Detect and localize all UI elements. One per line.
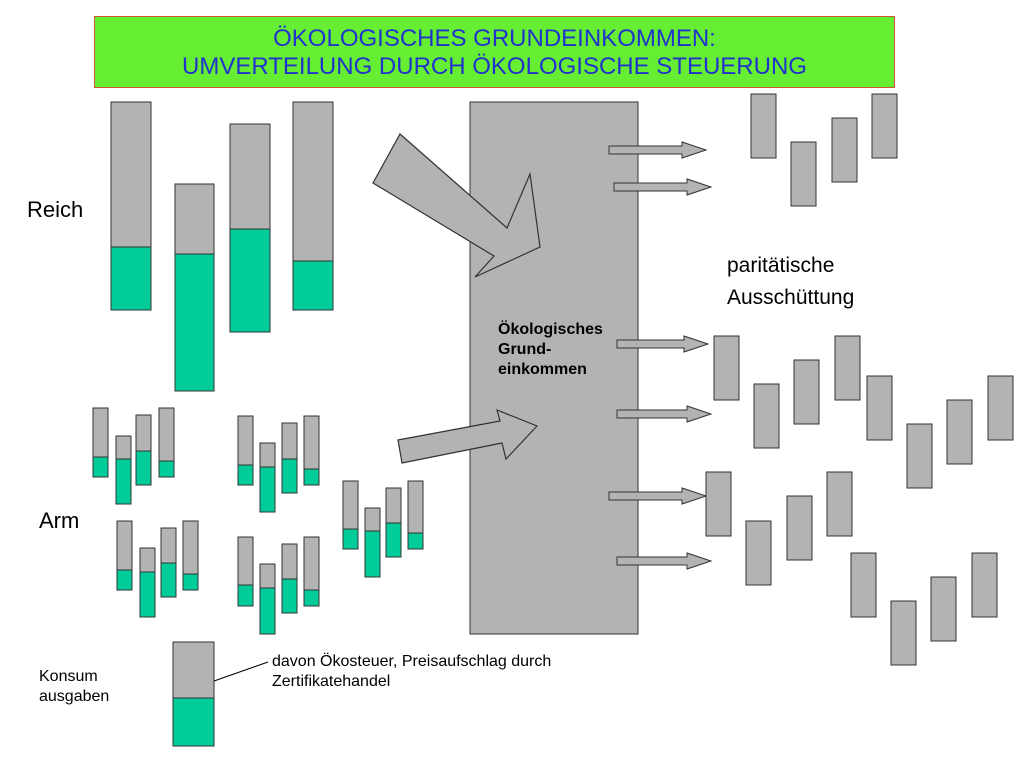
pool-label-line-1: Ökologisches xyxy=(498,321,603,338)
poor-bar-11-green xyxy=(281,458,298,494)
poor-bar-2-green xyxy=(115,458,132,505)
poor-bar-7-green xyxy=(160,562,177,598)
label-poor: Arm xyxy=(39,508,80,533)
distributed-bar-8 xyxy=(834,335,861,401)
inflow-arrow-rich xyxy=(372,133,541,278)
legend-note-line-2: Zertifikatehandel xyxy=(272,673,391,690)
distributed-bar-11 xyxy=(946,399,973,465)
poor-bar-14-green xyxy=(259,587,276,635)
poor-bar-12-green xyxy=(303,468,320,486)
distributed-bar-13 xyxy=(705,471,732,537)
distributed-bar-1 xyxy=(750,93,777,159)
distributed-bar-16 xyxy=(826,471,853,537)
distributed-bar-15 xyxy=(786,495,813,561)
outflow-arrow-2 xyxy=(613,178,713,196)
distributed-bar-4 xyxy=(871,93,898,159)
distributed-bar-6 xyxy=(753,383,780,449)
poor-bar-17-green xyxy=(342,528,359,550)
distributed-bar-9 xyxy=(866,375,893,441)
rich-consumption-bars xyxy=(110,101,334,392)
distributed-bar-7 xyxy=(793,359,820,425)
distributed-bar-20 xyxy=(971,552,998,618)
outflow-arrow-6 xyxy=(616,552,713,570)
legend-pointer-line xyxy=(213,661,269,682)
rich-bar-2-green xyxy=(174,253,215,392)
title-line-2: UMVERTEILUNG DURCH ÖKOLOGISCHE STEUERUNG xyxy=(182,53,807,80)
outflow-arrow-1 xyxy=(608,141,708,159)
title-banner: ÖKOLOGISCHES GRUNDEINKOMMEN: UMVERTEILUN… xyxy=(94,16,895,88)
inflow-arrows xyxy=(372,133,541,464)
poor-bar-8-green xyxy=(182,573,199,591)
poor-bar-20-green xyxy=(407,532,424,550)
rich-bar-3-green xyxy=(229,228,271,333)
outflow-arrow-4 xyxy=(616,405,713,423)
poor-consumption-bars xyxy=(92,407,424,635)
eco-basic-income-pool xyxy=(469,101,639,635)
poor-bar-4-green xyxy=(158,460,175,478)
legend-note-line-1: davon Ökosteuer, Preisaufschlag durch xyxy=(272,653,552,670)
inflow-arrow-poor xyxy=(397,408,539,464)
poor-bar-3-green xyxy=(135,450,152,486)
distributed-income-bars xyxy=(705,93,1014,666)
outflow-arrow-5 xyxy=(608,487,708,505)
distributed-bar-5 xyxy=(713,335,740,401)
distributed-bar-18 xyxy=(890,600,917,666)
poor-bar-6-green xyxy=(139,571,156,618)
distributed-bar-10 xyxy=(906,423,933,489)
poor-bar-5-green xyxy=(116,569,133,591)
pool-label-line-3: einkommen xyxy=(498,361,587,378)
distribution-label-line-2: Ausschüttung xyxy=(727,286,855,309)
poor-bar-13-green xyxy=(237,584,254,607)
distribution-label: paritätische Ausschüttung xyxy=(727,250,854,314)
pool-label-line-2: Grund- xyxy=(498,341,552,358)
poor-bar-16-green xyxy=(303,589,320,607)
legend-label-line-2: ausgaben xyxy=(39,688,110,705)
poor-bar-18-green xyxy=(364,530,381,578)
outflow-arrow-3 xyxy=(616,335,710,353)
poor-bar-19-green xyxy=(385,522,402,558)
rich-bar-4-green xyxy=(292,260,334,311)
poor-bar-9-green xyxy=(237,464,254,486)
distribution-label-line-1: paritätische xyxy=(727,254,835,277)
poor-bar-15-green xyxy=(281,578,298,614)
label-rich: Reich xyxy=(27,197,84,222)
distributed-bar-2 xyxy=(790,141,817,207)
legend-label-line-1: Konsum xyxy=(39,668,98,685)
distributed-bar-17 xyxy=(850,552,877,618)
rich-bar-1-green xyxy=(110,246,152,311)
legend-label: Konsum ausgaben xyxy=(39,667,109,707)
legend xyxy=(172,641,269,747)
legend-bar-green xyxy=(172,697,215,747)
poor-bar-10-green xyxy=(259,466,276,513)
distributed-bar-14 xyxy=(745,520,772,586)
distributed-bar-3 xyxy=(831,117,858,183)
distributed-bar-19 xyxy=(930,576,957,642)
pool-label: Ökologisches Grund- einkommen xyxy=(498,320,603,380)
outflow-arrows xyxy=(608,141,713,570)
legend-note: davon Ökosteuer, Preisaufschlag durch Ze… xyxy=(272,652,551,692)
poor-bar-1-green xyxy=(92,456,109,478)
distributed-bar-12 xyxy=(987,375,1014,441)
title-line-1: ÖKOLOGISCHES GRUNDEINKOMMEN: xyxy=(273,25,716,52)
